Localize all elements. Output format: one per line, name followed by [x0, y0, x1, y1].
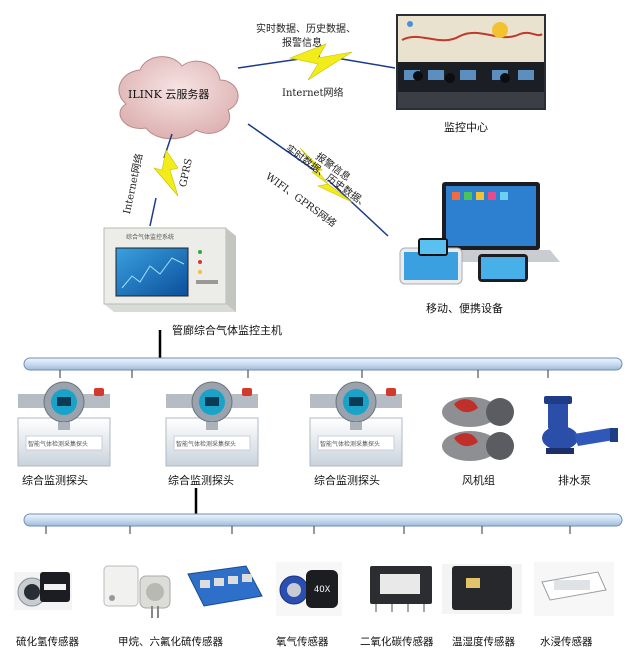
gas-probe-image-1	[17, 381, 111, 467]
top-link-line1: 实时数据、历史数据、	[256, 24, 356, 35]
top-link-line2: 报警信息	[282, 38, 322, 49]
sensor-label-oxygen: 氧气传感器	[276, 636, 329, 648]
oxygen-sensor-image: 4OX	[276, 562, 342, 616]
gas-probe-image-2	[165, 381, 259, 467]
probe-plate-2: 智能气体检测采集探头	[176, 441, 237, 448]
device-label-fan: 风机组	[462, 474, 495, 487]
sensor-label-h2s: 硫化氢传感器	[16, 636, 79, 648]
link-cloud-mobile	[247, 123, 389, 237]
sensor-label-water: 水浸传感器	[540, 636, 593, 648]
device-label-probe-2: 综合监测探头	[168, 474, 234, 487]
device-label-probe-3: 综合监测探头	[314, 474, 380, 487]
mobile-devices-image	[399, 182, 560, 285]
drainage-pump-image	[542, 396, 618, 454]
fan-unit-image	[442, 397, 514, 461]
oxygen-sensor-marking: 4OX	[314, 585, 331, 595]
temp-humidity-sensor-image	[442, 564, 522, 614]
monitor-center-label: 监控中心	[444, 121, 488, 134]
lightning-bolt-icon	[299, 147, 353, 203]
probe-plate-3: 智能气体检测采集探头	[320, 441, 381, 448]
probe-plate-1: 智能气体检测采集探头	[28, 441, 89, 448]
gas-probe-image-3	[309, 381, 403, 467]
host-panel-title: 综合气体监控系统	[126, 234, 175, 241]
device-label-probe-1: 综合监测探头	[22, 474, 88, 487]
mobile-devices-label: 移动、便携设备	[426, 302, 503, 315]
methane-sf6-sensor-image	[103, 565, 171, 618]
bus-line-lower	[23, 513, 623, 534]
cloud-label: ILINK 云服务器	[128, 88, 210, 101]
link-cloud-monitor	[237, 43, 396, 81]
sensor-label-co2: 二氧化碳传感器	[360, 636, 434, 648]
h2s-sensor-image	[14, 572, 72, 610]
water-immersion-sensor-image	[534, 562, 614, 616]
bus-line-upper	[23, 357, 623, 378]
host-controller-image	[103, 227, 236, 312]
humidity-board-sensor-image	[187, 565, 263, 607]
sensor-label-temp-humidity: 温湿度传感器	[452, 636, 515, 648]
sensor-label-methane-sf6: 甲烷、六氟化硫传感器	[118, 636, 223, 648]
link-cloud-host	[149, 133, 179, 227]
monitor-center-image	[396, 14, 546, 110]
device-label-pump: 排水泵	[558, 474, 591, 487]
lightning-bolt-icon	[153, 149, 179, 197]
lightning-bolt-icon	[288, 43, 353, 81]
co2-sensor-image	[370, 566, 432, 612]
top-link-network: Internet网络	[282, 88, 344, 99]
cloud-server-icon	[118, 56, 239, 140]
host-controller-label: 管廊综合气体监控主机	[172, 324, 282, 337]
